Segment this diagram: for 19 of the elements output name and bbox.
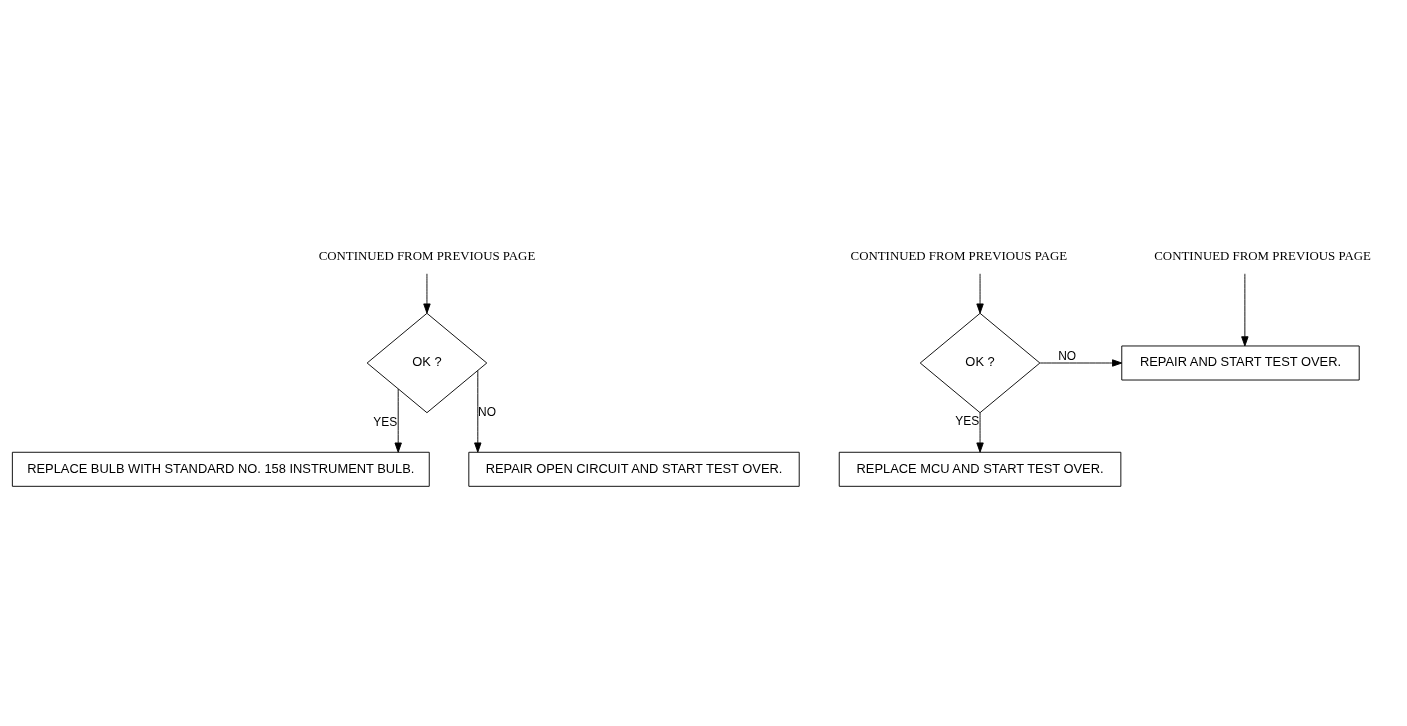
arrow xyxy=(423,273,431,314)
arrow xyxy=(976,412,984,453)
node-box: REPLACE BULB WITH STANDARD NO. 158 INSTRUMENT BULB. xyxy=(11,451,430,487)
node-text: CONTINUED FROM PREVIOUS PAGE xyxy=(850,249,1068,264)
arrow xyxy=(1241,273,1249,347)
node-text: CONTINUED FROM PREVIOUS PAGE xyxy=(1154,249,1371,264)
arrow xyxy=(394,388,402,453)
node-box: REPLACE MCU AND START TEST OVER. xyxy=(838,451,1122,487)
arrow xyxy=(474,370,482,453)
node-box: REPAIR AND START TEST OVER. xyxy=(1121,345,1360,381)
arrow xyxy=(1039,359,1123,367)
edge-label: YES xyxy=(955,413,980,428)
node-text: CONTINUED FROM PREVIOUS PAGE xyxy=(318,249,536,264)
edge-label: YES xyxy=(373,414,398,429)
arrow xyxy=(976,273,984,314)
edge-label: NO xyxy=(478,405,496,420)
node-box: REPAIR OPEN CIRCUIT AND START TEST OVER. xyxy=(468,451,800,487)
edge-label: NO xyxy=(1058,348,1077,363)
node-diamond: OK ? xyxy=(919,312,1041,414)
